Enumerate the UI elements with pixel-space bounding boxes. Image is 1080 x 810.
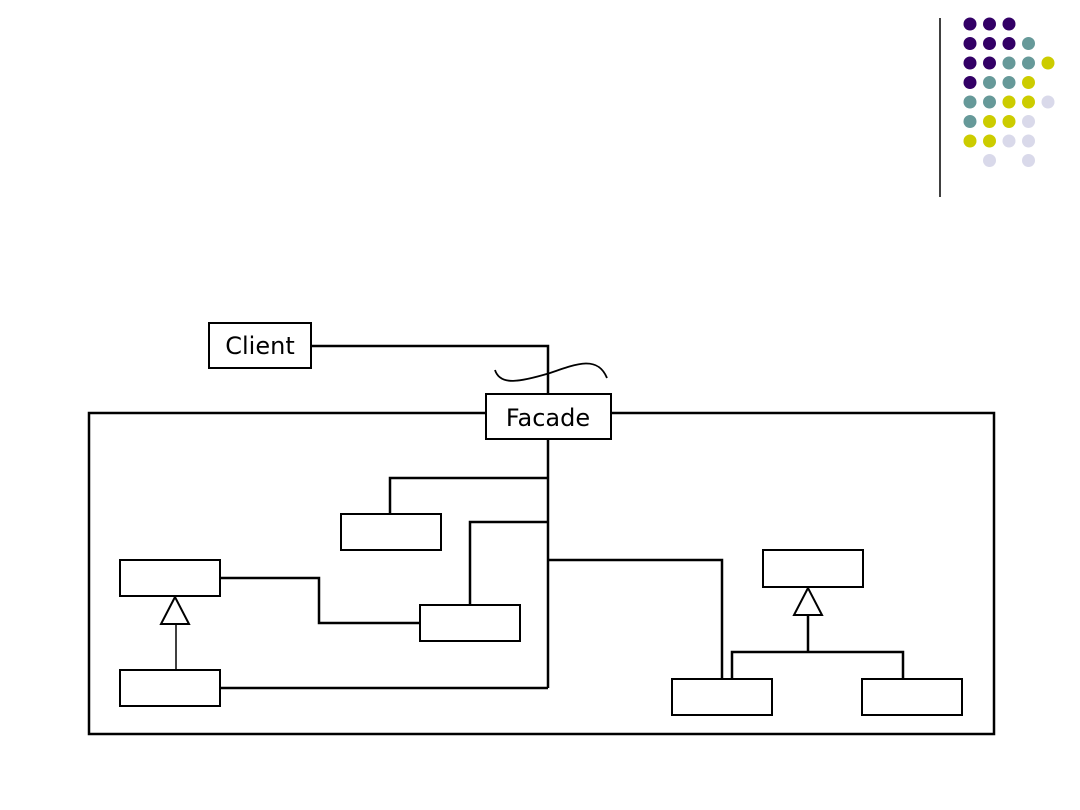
decor-dot — [1022, 76, 1035, 89]
decor-dot — [1041, 95, 1055, 109]
class-box-middle — [419, 604, 521, 642]
decor-dot — [983, 56, 996, 70]
decor-dot — [983, 154, 996, 167]
connector-to-middle-class — [468, 520, 548, 605]
decor-dot — [1002, 76, 1016, 89]
decor-dot — [983, 134, 996, 148]
decor-dot — [1022, 154, 1035, 167]
decor-dot — [983, 76, 996, 89]
connector-trunk-to-right-child-a — [548, 558, 724, 679]
decor-dot — [1022, 37, 1035, 50]
decor-dot — [1002, 134, 1016, 148]
class-box-left-parent — [119, 559, 221, 597]
class-box-top — [340, 513, 442, 551]
decor-dot — [1002, 37, 1016, 50]
connector-left-parent-to-middle-class — [220, 576, 420, 625]
squiggle-mark — [494, 362, 608, 382]
dot-grid-decoration — [963, 17, 1055, 167]
decor-dot — [1002, 56, 1016, 70]
client-to-facade-connector — [311, 344, 550, 394]
right-inheritance-branch — [730, 650, 905, 679]
decor-dot — [963, 134, 977, 148]
class-box-right-parent — [762, 549, 864, 588]
decor-dot — [983, 115, 996, 128]
right-inheritance-arrow — [792, 585, 824, 616]
connector-to-top-class — [388, 476, 548, 514]
class-box-right-child-a — [671, 678, 773, 716]
decor-dot — [983, 95, 996, 109]
decor-dot — [1002, 115, 1016, 128]
decor-dot — [963, 56, 977, 70]
class-box-right-child-b — [861, 678, 963, 716]
decor-dot — [963, 37, 977, 50]
decor-dot — [1022, 56, 1035, 70]
decor-dot — [963, 115, 977, 128]
facade-box — [485, 393, 612, 440]
facade-label: Facade — [506, 404, 590, 432]
left-inheritance-arrow — [159, 594, 191, 625]
decor-dot — [983, 17, 996, 31]
decor-dot — [1002, 95, 1016, 109]
decor-dot — [1022, 95, 1035, 109]
decor-dot — [963, 95, 977, 109]
decor-dot — [1041, 56, 1055, 70]
decor-dot — [963, 17, 977, 31]
decor-dot — [983, 37, 996, 50]
class-box-left-child — [119, 669, 221, 707]
decor-dot — [1022, 115, 1035, 128]
decor-dot — [963, 76, 977, 89]
decor-dot — [1002, 17, 1016, 31]
client-box — [208, 322, 312, 369]
client-label: Client — [225, 332, 294, 360]
decor-dot — [1022, 134, 1035, 148]
